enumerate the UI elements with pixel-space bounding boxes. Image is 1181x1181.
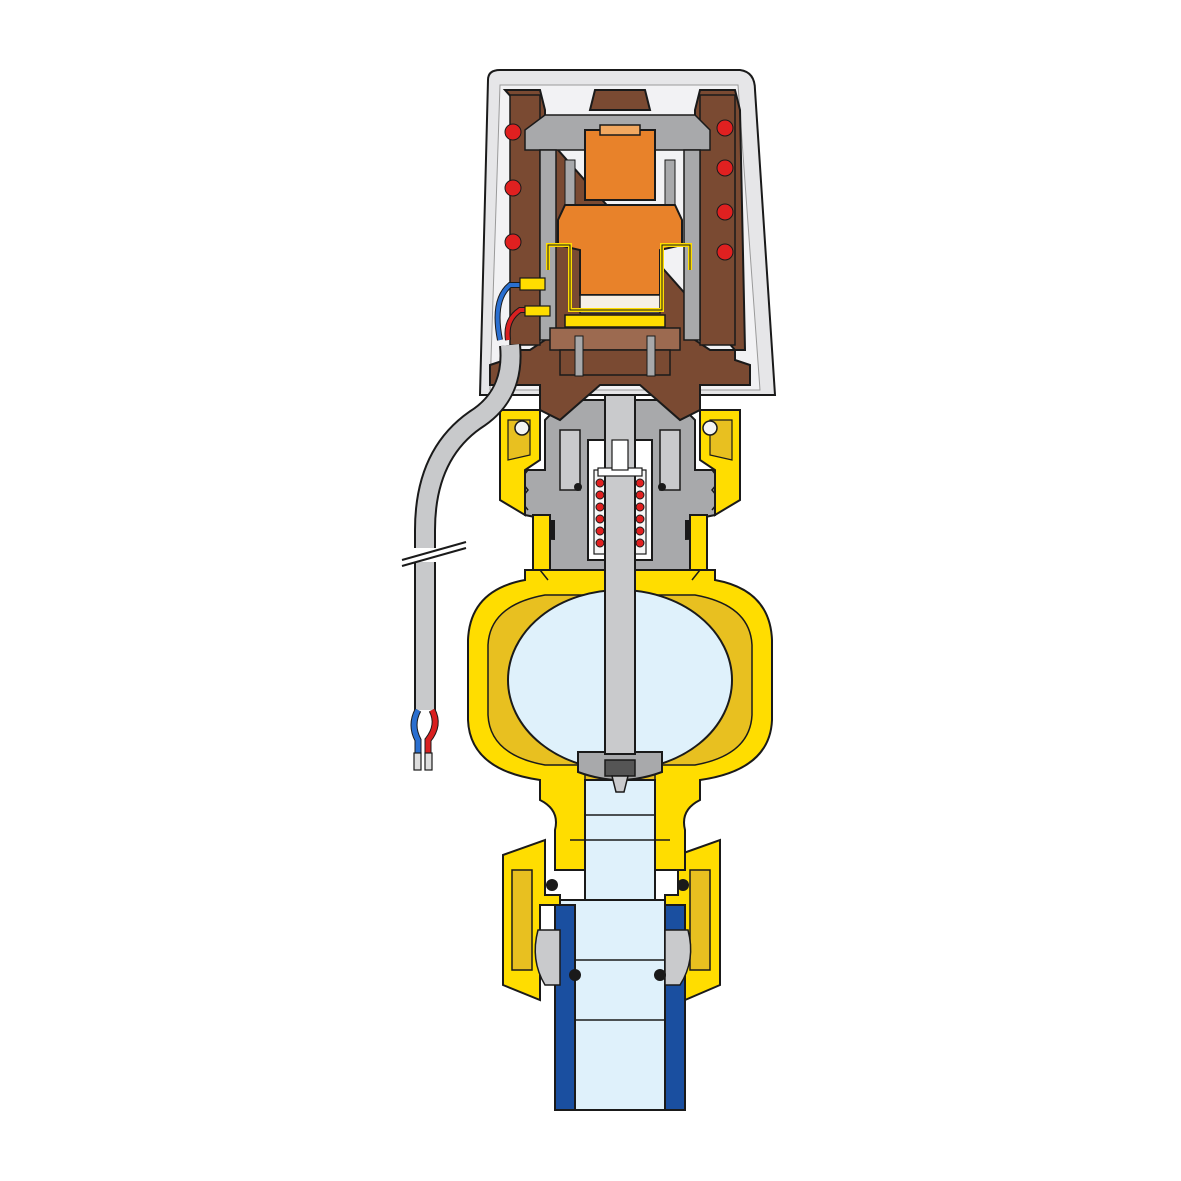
- spring-coil: [635, 526, 645, 536]
- heating-coil-dot: [504, 123, 522, 141]
- valve-stem: [597, 369, 643, 755]
- heating-coil-dot: [504, 233, 522, 251]
- spring-coil: [595, 490, 605, 500]
- spring-coil: [595, 526, 605, 536]
- spring-coil: [595, 502, 605, 512]
- heating-coil-dot: [504, 179, 522, 197]
- connection-cable: [400, 277, 551, 771]
- spring-coil: [635, 490, 645, 500]
- spring-coil: [635, 514, 645, 524]
- spring-coil: [595, 478, 605, 488]
- union-nut: [502, 838, 721, 1002]
- spring-coil: [595, 538, 605, 548]
- spring-coil: [635, 502, 645, 512]
- heating-coil-dot: [716, 159, 734, 177]
- spring-coil: [635, 478, 645, 488]
- spring-coil: [595, 514, 605, 524]
- spring-coil: [635, 538, 645, 548]
- heating-coil-dot: [716, 203, 734, 221]
- thermal-element: [546, 124, 692, 377]
- heating-coil-dot: [716, 119, 734, 137]
- valve-collar: [499, 409, 741, 571]
- valve-disc: [577, 751, 663, 793]
- pipe: [554, 899, 686, 1111]
- heating-coil-dot: [716, 243, 734, 261]
